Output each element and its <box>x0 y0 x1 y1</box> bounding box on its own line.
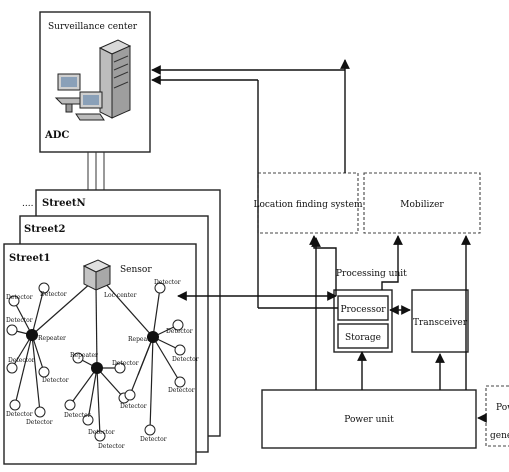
detector-label: Detector <box>8 357 35 364</box>
connections <box>151 59 487 423</box>
storage-label: Storage <box>345 333 381 343</box>
power-generator-box: Pow gene <box>485 385 509 447</box>
adc-label: ADC <box>44 130 69 141</box>
street-2-label: Street2 <box>24 224 65 235</box>
detector-label: Detector <box>172 356 199 363</box>
detector-label: Detector <box>40 291 67 298</box>
detector-label: Detector <box>42 377 69 384</box>
location-finding-system-label: Location finding system <box>253 200 362 210</box>
detector-label: Detector <box>154 279 181 286</box>
detector-label: Detector <box>6 411 33 418</box>
detector-label: Detector <box>64 412 91 419</box>
sensor-label: Sensor <box>120 265 152 275</box>
location-finding-system-box: Location finding system <box>253 172 363 234</box>
mobilizer-box: Mobilizer <box>363 172 481 234</box>
sensor-network: Loc center Repeater Repeater Repeater De… <box>6 259 199 450</box>
repeater-label: Repeater <box>70 352 98 359</box>
router-icon <box>82 259 112 291</box>
mobilizer-label: Mobilizer <box>400 200 444 210</box>
repeater-node <box>26 329 38 341</box>
processing-unit-label: Processing unit <box>336 269 407 279</box>
detector-label: Detector <box>26 419 53 426</box>
power-generator-label-2: gene <box>490 431 509 441</box>
transceiver-label: Transceiver <box>413 318 468 328</box>
detector-label: Detector <box>6 294 33 301</box>
repeater-node <box>147 331 159 343</box>
repeater-label: Repeater <box>128 336 156 343</box>
detector-label: Detector <box>120 403 147 410</box>
power-unit-box: Power unit <box>261 389 477 449</box>
power-unit-label: Power unit <box>344 415 394 425</box>
power-generator-label-1: Pow <box>496 403 509 413</box>
street-1-label: Street1 <box>9 253 50 264</box>
server-icon <box>98 39 132 119</box>
surveillance-center: Surveillance center ADC <box>39 11 151 153</box>
detector-label: Detector <box>166 328 193 335</box>
transceiver-box: Transceiver <box>411 289 469 353</box>
detector-label: Detector <box>6 317 33 324</box>
repeater-node <box>91 362 103 374</box>
detector-label: Detector <box>168 387 195 394</box>
processing-unit-box: Processing unit Processor Storage <box>333 269 407 353</box>
detector-label: Detector <box>98 443 125 450</box>
repeater-label: Repeater <box>38 335 66 342</box>
ellipsis: .... <box>22 199 34 209</box>
computer-icon <box>54 73 105 121</box>
loc-center-label: Loc center <box>104 292 137 299</box>
processor-label: Processor <box>340 305 386 315</box>
street-n-label: StreetN <box>42 198 86 209</box>
detector-label: Detector <box>88 429 115 436</box>
detector-label: Detector <box>112 360 139 367</box>
surveillance-center-label: Surveillance center <box>48 22 138 32</box>
detector-label: Detector <box>140 436 167 443</box>
